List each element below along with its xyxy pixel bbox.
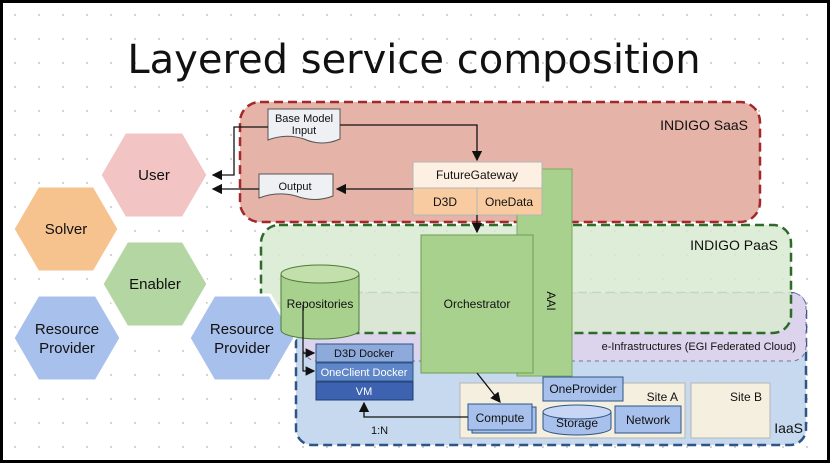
hex-resource-provider-left: Resource Provider [11,293,123,383]
hex-resource-provider-right: Resource Provider [187,293,297,383]
diagram-canvas: Layered service composition INDIGO SaaS … [11,37,808,447]
output-label: Output [278,181,311,193]
network-box: Network [614,405,682,434]
onedata-box [476,187,543,216]
hex-resource-right-line2: Provider [214,340,270,357]
aai-label: AAI [544,291,558,310]
d3d-label: D3D [433,195,457,209]
orchestrator-box: Orchestrator [420,234,534,374]
base-model-line1: Base Model [275,113,333,125]
base-model-line2: Input [292,125,316,137]
network-label: Network [626,413,671,427]
hex-solver-label: Solver [45,221,88,238]
paas-label: INDIGO PaaS [690,237,778,253]
oneclient-docker-label: OneClient Docker [321,367,408,379]
oneclient-docker-box [315,362,414,382]
oneprovider-box: OneProvider [542,376,624,402]
link-1n-label: 1:N [371,425,388,437]
hex-resource-left-line2: Provider [39,340,95,357]
repositories-label: Repositories [287,297,354,311]
site-b-box: Site B [690,382,771,439]
storage-cylinder: Storage [542,404,612,436]
future-gateway-box: FutureGateway D3D OneData [412,161,543,216]
iaas-label: IaaS [774,420,803,436]
future-gateway-label: FutureGateway [436,168,518,182]
einfra-label: e-Infrastructures (EGI Federated Cloud) [602,341,796,353]
onedata-label: OneData [485,195,533,209]
base-model-input-doc: Base Model Input [267,108,341,144]
slide-title: Layered service composition [127,37,700,83]
hex-enabler-label: Enabler [129,276,181,293]
vm-stack: D3D Docker OneClient Docker VM [315,343,414,401]
repositories-cylinder: Repositories [280,264,360,340]
vm-box [315,381,414,401]
hex-resource-left-line1: Resource [35,321,99,338]
site-a-label: Site A [647,390,678,404]
storage-label: Storage [556,416,598,430]
d3d-docker-label: D3D Docker [334,348,394,360]
saas-label: INDIGO SaaS [660,117,748,133]
output-doc: Output [258,173,334,200]
site-b-label: Site B [730,390,762,404]
hex-enabler: Enabler [100,239,210,329]
vm-label: VM [356,386,373,398]
compute-label: Compute [476,411,525,425]
orchestrator-label: Orchestrator [444,297,511,311]
hex-resource-right-line1: Resource [210,321,274,338]
hex-solver: Solver [11,184,121,274]
oneprovider-label: OneProvider [549,382,616,396]
d3d-docker-box [315,343,414,363]
hex-user-label: User [138,167,170,184]
compute-box: Compute [467,403,537,434]
hex-user: User [98,130,210,220]
